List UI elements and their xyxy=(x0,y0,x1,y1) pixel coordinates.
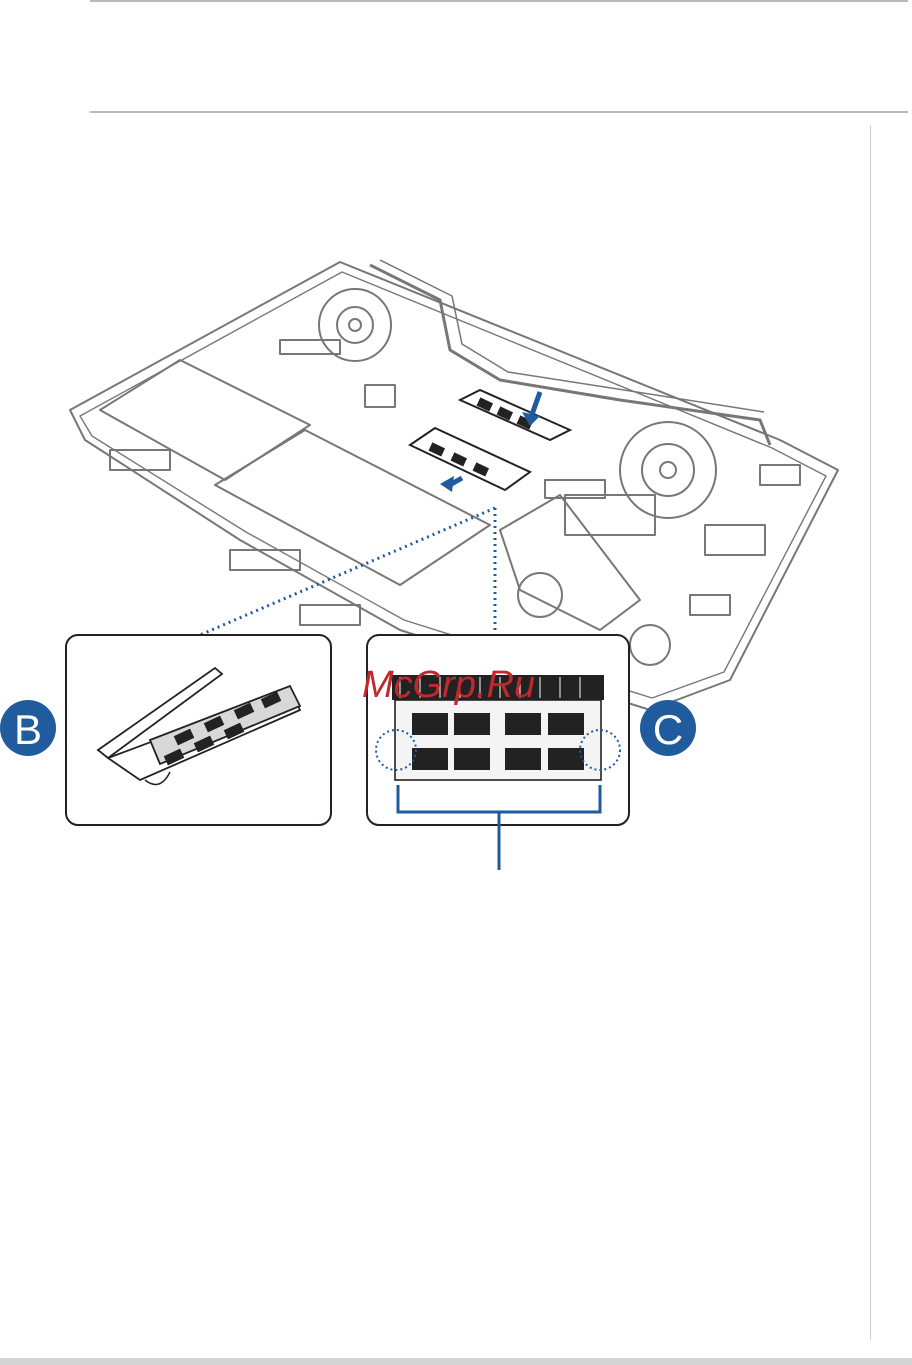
callout-b-label: B xyxy=(14,706,42,753)
footer-band xyxy=(0,1358,912,1365)
memory-install-figure: McGrp.Ru B C xyxy=(0,240,912,880)
detail-box-c: McGrp.Ru xyxy=(362,635,629,870)
header-rule-top xyxy=(90,0,908,2)
leader-lines xyxy=(200,508,495,635)
callout-c-label: C xyxy=(653,706,683,753)
detail-box-b xyxy=(66,635,331,825)
watermark-text: McGrp.Ru xyxy=(362,664,535,706)
insert-arrow-lower-head xyxy=(440,476,454,492)
header-rule-bottom xyxy=(90,111,908,113)
laptop-illustration: McGrp.Ru B C xyxy=(0,240,912,880)
